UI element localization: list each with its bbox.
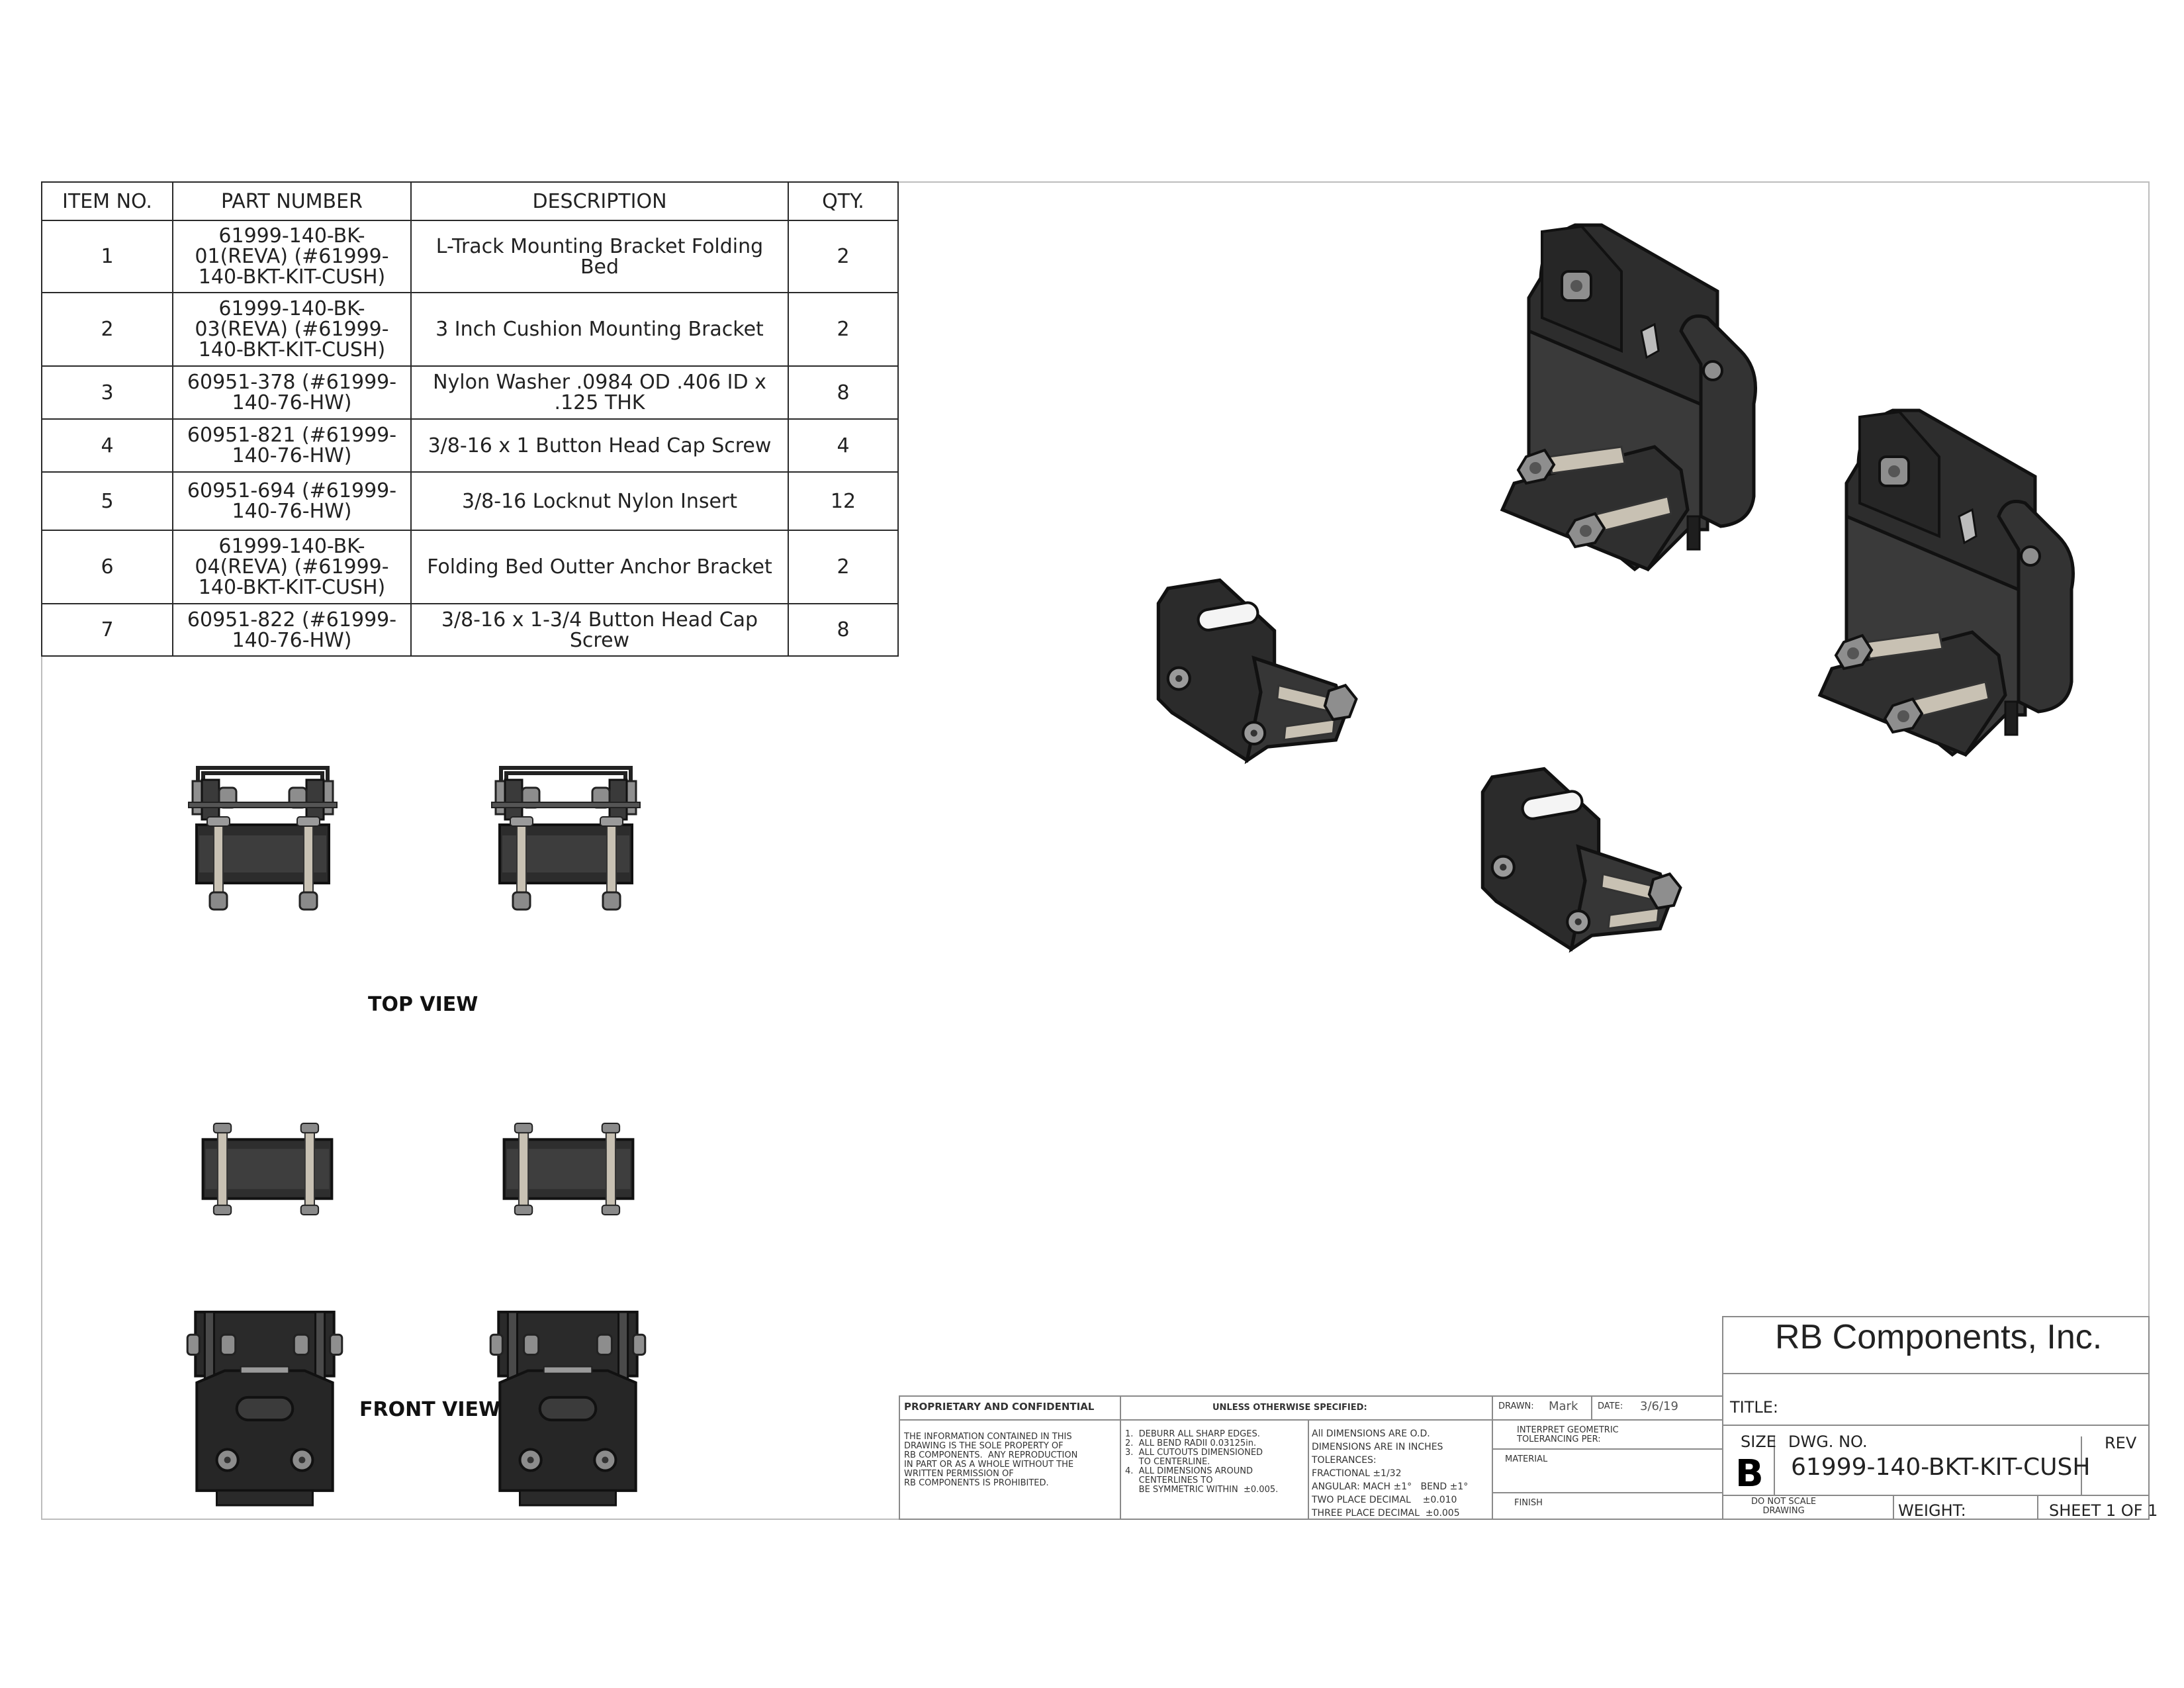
description-cell: Folding Bed Outter Anchor Bracket <box>410 530 789 604</box>
rev-label: REV <box>2105 1434 2137 1452</box>
sheet-size-value: B <box>1735 1452 1764 1495</box>
table-row: 3 60951-378 (#61999-140-76-HW) Nylon Was… <box>41 365 899 420</box>
isometric-anchor-bracket-2 <box>1476 765 1694 970</box>
qty-cell: 12 <box>788 471 899 531</box>
item-no-cell: 1 <box>41 220 173 293</box>
title-block-left <box>899 1395 1723 1520</box>
part-number-cell: 60951-378 (#61999-140-76-HW) <box>172 365 412 420</box>
table-row: 6 61999-140-BK-04(REVA) (#61999-140-BKT-… <box>41 530 899 604</box>
front-view-right <box>482 1309 654 1509</box>
unless-heading: UNLESS OTHERWISE SPECIFIED: <box>1212 1403 1367 1413</box>
top-view-right <box>483 761 649 914</box>
weight-label: WEIGHT: <box>1898 1501 1966 1520</box>
table-header-row: ITEM NO. PART NUMBER DESCRIPTION QTY. <box>41 181 899 221</box>
qty-cell: 4 <box>788 418 899 473</box>
table-row: 5 60951-694 (#61999-140-76-HW) 3/8-16 Lo… <box>41 471 899 531</box>
qty-cell: 2 <box>788 220 899 293</box>
interpret-tolerancing: INTERPRET GEOMETRIC TOLERANCING PER: <box>1517 1425 1619 1444</box>
do-not-scale-note: DO NOT SCALE DRAWING <box>1751 1497 1817 1516</box>
dwg-no-label: DWG. NO. <box>1788 1432 1868 1451</box>
table-row: 7 60951-822 (#61999-140-76-HW) 3/8-16 x … <box>41 603 899 657</box>
top-view-left <box>180 761 345 914</box>
header-description: DESCRIPTION <box>410 181 789 221</box>
finish-label: FINISH <box>1514 1498 1543 1508</box>
qty-cell: 8 <box>788 365 899 420</box>
qty-cell: 8 <box>788 603 899 657</box>
part-number-cell: 61999-140-BK-01(REVA) (#61999-140-BKT-KI… <box>172 220 412 293</box>
company-name: RB Components, Inc. <box>1775 1318 2103 1356</box>
part-number-cell: 61999-140-BK-03(REVA) (#61999-140-BKT-KI… <box>172 292 412 367</box>
isometric-bracket-1 <box>1482 218 1774 589</box>
table-row: 4 60951-821 (#61999-140-76-HW) 3/8-16 x … <box>41 418 899 473</box>
general-notes: 1. DEBURR ALL SHARP EDGES. 2. ALL BEND R… <box>1125 1429 1279 1495</box>
front-view-left <box>179 1309 351 1509</box>
table-row: 1 61999-140-BK-01(REVA) (#61999-140-BKT-… <box>41 220 899 293</box>
description-cell: 3/8-16 Locknut Nylon Insert <box>410 471 789 531</box>
part-number-cell: 60951-694 (#61999-140-76-HW) <box>172 471 412 531</box>
description-cell: L-Track Mounting Bracket Folding Bed <box>410 220 789 293</box>
qty-cell: 2 <box>788 292 899 367</box>
drawn-label: DRAWN: <box>1498 1401 1534 1411</box>
drawn-date: 3/6/19 <box>1640 1399 1678 1413</box>
item-no-cell: 6 <box>41 530 173 604</box>
item-no-cell: 2 <box>41 292 173 367</box>
item-no-cell: 3 <box>41 365 173 420</box>
front-view-label: FRONT VIEW <box>359 1398 501 1421</box>
part-number-cell: 60951-821 (#61999-140-76-HW) <box>172 418 412 473</box>
table-row: 2 61999-140-BK-03(REVA) (#61999-140-BKT-… <box>41 292 899 367</box>
proprietary-heading: PROPRIETARY AND CONFIDENTIAL <box>904 1401 1095 1413</box>
description-cell: 3/8-16 x 1-3/4 Button Head Cap Screw <box>410 603 789 657</box>
part-number-cell: 61999-140-BK-04(REVA) (#61999-140-BKT-KI… <box>172 530 412 604</box>
size-label: SIZE <box>1741 1432 1776 1451</box>
description-cell: Nylon Washer .0984 OD .406 ID x .125 THK <box>410 365 789 420</box>
side-view-left <box>200 1122 335 1216</box>
isometric-anchor-bracket-1 <box>1152 576 1370 781</box>
item-no-cell: 7 <box>41 603 173 657</box>
item-no-cell: 4 <box>41 418 173 473</box>
bill-of-materials-table: ITEM NO. PART NUMBER DESCRIPTION QTY. 1 … <box>41 181 899 657</box>
qty-cell: 2 <box>788 530 899 604</box>
side-view-right <box>501 1122 636 1216</box>
material-label: MATERIAL <box>1505 1454 1548 1464</box>
header-qty: QTY. <box>788 181 899 221</box>
part-number-cell: 60951-822 (#61999-140-76-HW) <box>172 603 412 657</box>
title-block-right <box>1722 1316 2150 1520</box>
top-view-label: TOP VIEW <box>368 993 478 1016</box>
description-cell: 3 Inch Cushion Mounting Bracket <box>410 292 789 367</box>
header-part-number: PART NUMBER <box>172 181 412 221</box>
tolerances-text: All DIMENSIONS ARE O.D. DIMENSIONS ARE I… <box>1312 1429 1469 1519</box>
description-cell: 3/8-16 x 1 Button Head Cap Screw <box>410 418 789 473</box>
item-no-cell: 5 <box>41 471 173 531</box>
title-label: TITLE: <box>1730 1398 1779 1417</box>
date-label: DATE: <box>1598 1401 1623 1411</box>
isometric-bracket-2 <box>1800 404 2091 774</box>
drawn-by: Mark <box>1549 1399 1578 1413</box>
drawing-number: 61999-140-BKT-KIT-CUSH <box>1791 1454 2091 1481</box>
header-item-no: ITEM NO. <box>41 181 173 221</box>
proprietary-text: THE INFORMATION CONTAINED IN THIS DRAWIN… <box>904 1432 1078 1488</box>
sheet-number: SHEET 1 OF 1 <box>2049 1501 2158 1520</box>
